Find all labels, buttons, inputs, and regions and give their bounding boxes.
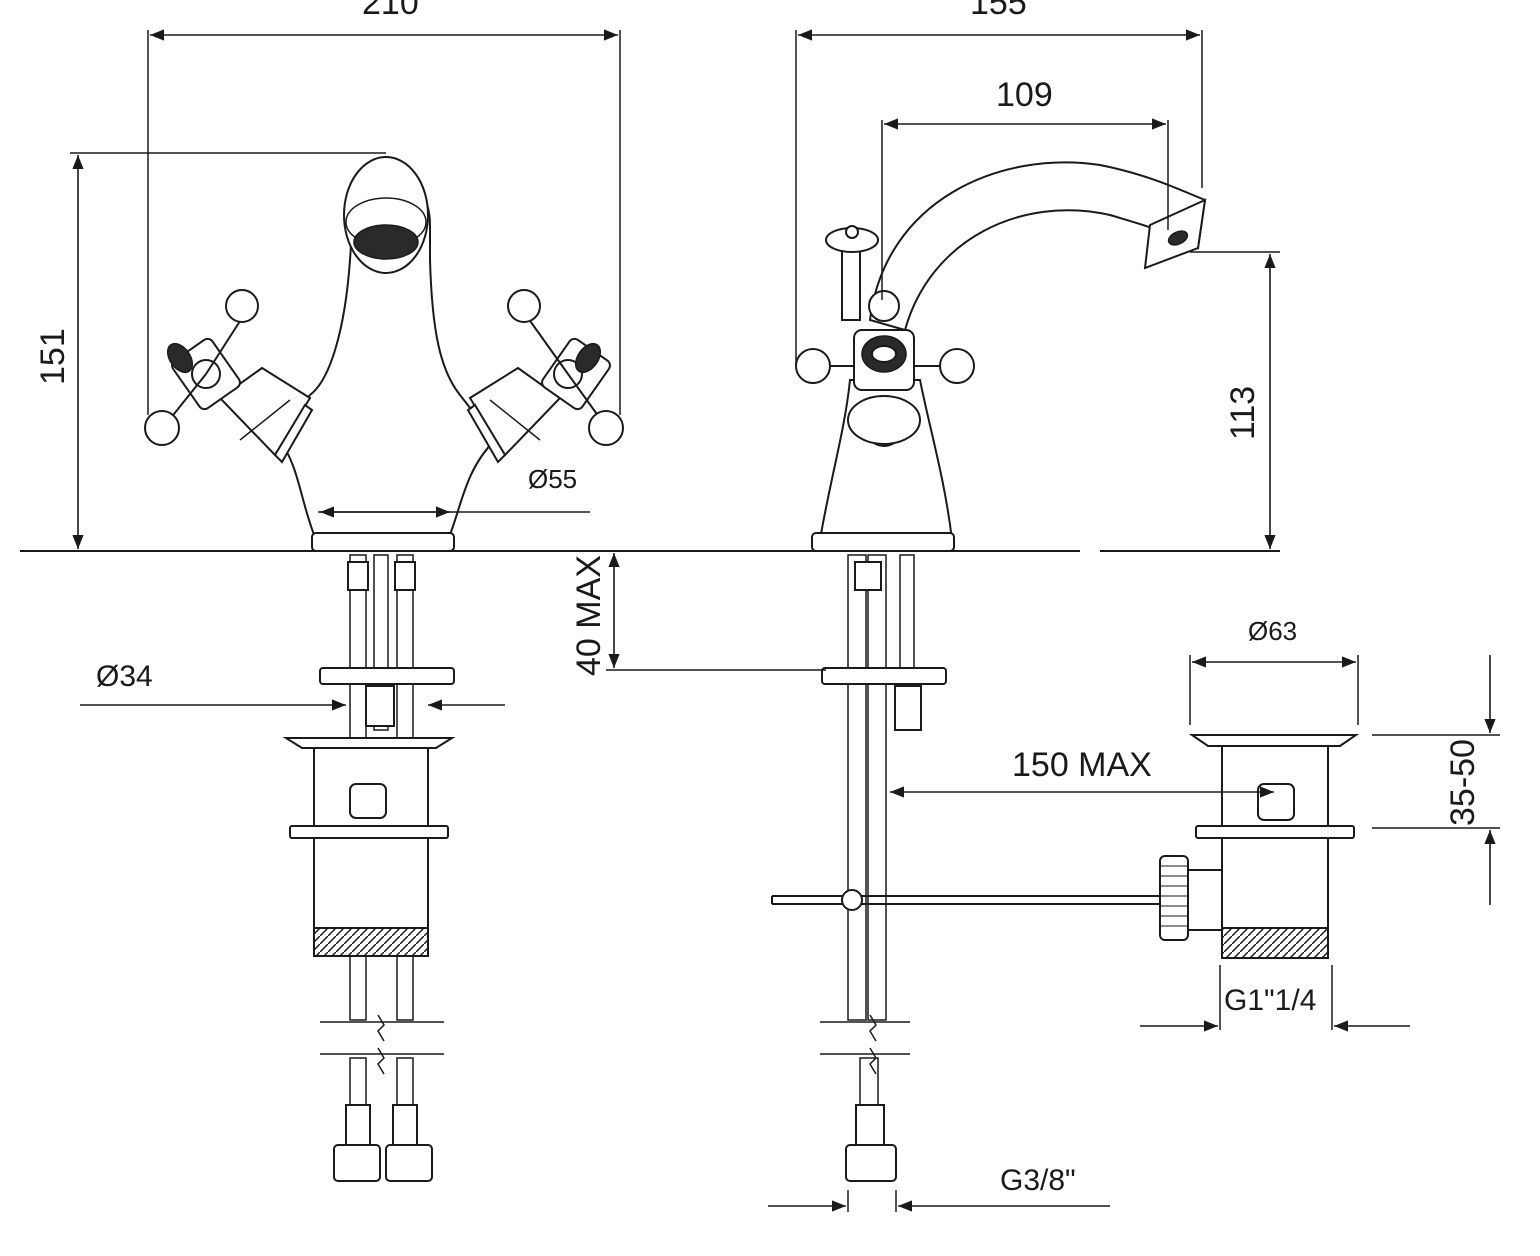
front-right-valve bbox=[466, 289, 624, 464]
dimension-supply-thread: G3/8" bbox=[768, 1164, 1110, 1212]
front-left-handle-knob-bottom bbox=[144, 410, 180, 446]
dimension-max-deck: 40 MAX bbox=[570, 553, 826, 676]
waste-thread bbox=[1221, 927, 1329, 959]
dimension-waste-thread: G1"1/4 bbox=[1140, 965, 1410, 1032]
front-supply-nut-right bbox=[385, 1144, 433, 1182]
front-underside bbox=[282, 554, 456, 1182]
dimension-base-diameter: Ø55 bbox=[318, 464, 590, 518]
front-fixing-plate bbox=[319, 667, 455, 685]
front-aerator bbox=[353, 224, 419, 260]
dimension-spout-height: 113 bbox=[1190, 251, 1280, 549]
dimension-label-35-50: 35-50 bbox=[1444, 739, 1482, 826]
waste-assembly bbox=[1159, 734, 1360, 959]
dimension-rod-distance: 150 MAX bbox=[890, 746, 1274, 798]
dimension-waste-range: 35-50 bbox=[1372, 655, 1500, 905]
dimension-label-g1-1-4: G1"1/4 bbox=[1224, 984, 1316, 1017]
front-base-plate bbox=[311, 532, 455, 552]
dimension-label-d55: Ø55 bbox=[528, 464, 577, 494]
front-right-handle-knob-bottom bbox=[588, 410, 624, 446]
front-waste-thread bbox=[313, 927, 429, 957]
dimension-label-d34: Ø34 bbox=[96, 660, 153, 693]
dimension-label-40max: 40 MAX bbox=[570, 555, 608, 676]
front-view-faucet bbox=[144, 156, 624, 552]
dimension-shank-diameter: Ø34 bbox=[80, 660, 505, 711]
front-left-valve bbox=[144, 289, 314, 464]
dimension-label-g3-8: G3/8" bbox=[1000, 1164, 1076, 1197]
side-underside bbox=[771, 554, 1165, 1182]
dimension-label-210: 210 bbox=[362, 0, 419, 22]
dimension-waste-diameter: Ø63 bbox=[1189, 616, 1359, 725]
dimension-label-151: 151 bbox=[34, 328, 72, 385]
dimension-label-155: 155 bbox=[970, 0, 1027, 22]
side-supply-nut bbox=[845, 1144, 897, 1182]
side-fixing-plate bbox=[821, 667, 947, 685]
side-view-faucet bbox=[795, 161, 1207, 552]
front-right-handle-knob-top bbox=[507, 289, 541, 323]
front-waste-flange bbox=[282, 737, 456, 749]
dimension-label-150max: 150 MAX bbox=[1012, 746, 1152, 784]
dimension-front-height: 151 bbox=[34, 152, 386, 549]
side-cross-handle bbox=[795, 290, 975, 447]
dimension-spout-reach: 109 bbox=[881, 76, 1169, 300]
dimension-label-113: 113 bbox=[1224, 386, 1262, 440]
front-supply-nut-left bbox=[333, 1144, 381, 1182]
front-left-handle-knob-top bbox=[225, 289, 259, 323]
waste-flange bbox=[1188, 734, 1360, 747]
dimension-label-d63: Ø63 bbox=[1248, 616, 1297, 646]
dimension-front-width: 210 bbox=[147, 0, 621, 415]
dimension-label-109: 109 bbox=[996, 76, 1053, 114]
dimension-side-depth: 155 bbox=[795, 0, 1203, 365]
side-base-plate bbox=[811, 532, 955, 552]
